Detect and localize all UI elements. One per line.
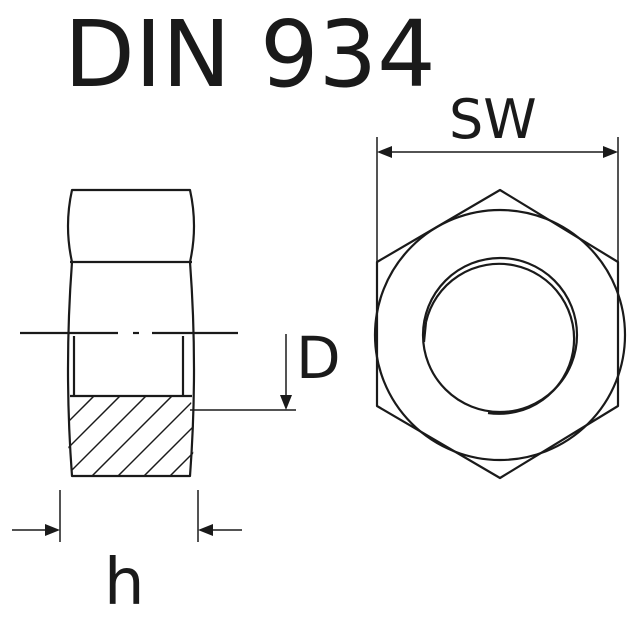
nut-side-view xyxy=(20,188,238,478)
nut-front-view xyxy=(373,188,627,480)
across-flats-dimension: SW xyxy=(376,88,619,262)
hexagon-outline xyxy=(375,188,620,480)
drawing-title: DIN 934 xyxy=(64,1,436,108)
side-view-outline xyxy=(66,188,196,478)
diameter-label: D xyxy=(296,324,341,392)
height-label: h xyxy=(104,546,145,617)
sw-arrow-right xyxy=(603,146,618,158)
thread-arc-end xyxy=(422,321,428,343)
height-dimension: h xyxy=(12,490,242,617)
h-arrow-right xyxy=(198,524,213,536)
diameter-dimension: D xyxy=(190,324,341,411)
sw-arrow-left xyxy=(377,146,392,158)
chamfer-circle xyxy=(373,208,627,462)
thread-arc xyxy=(424,262,576,415)
h-arrow-left xyxy=(45,524,60,536)
across-flats-label: SW xyxy=(449,88,537,151)
bore-circle xyxy=(421,256,579,414)
d-arrow-head xyxy=(280,395,292,410)
section-hatching xyxy=(68,396,194,476)
